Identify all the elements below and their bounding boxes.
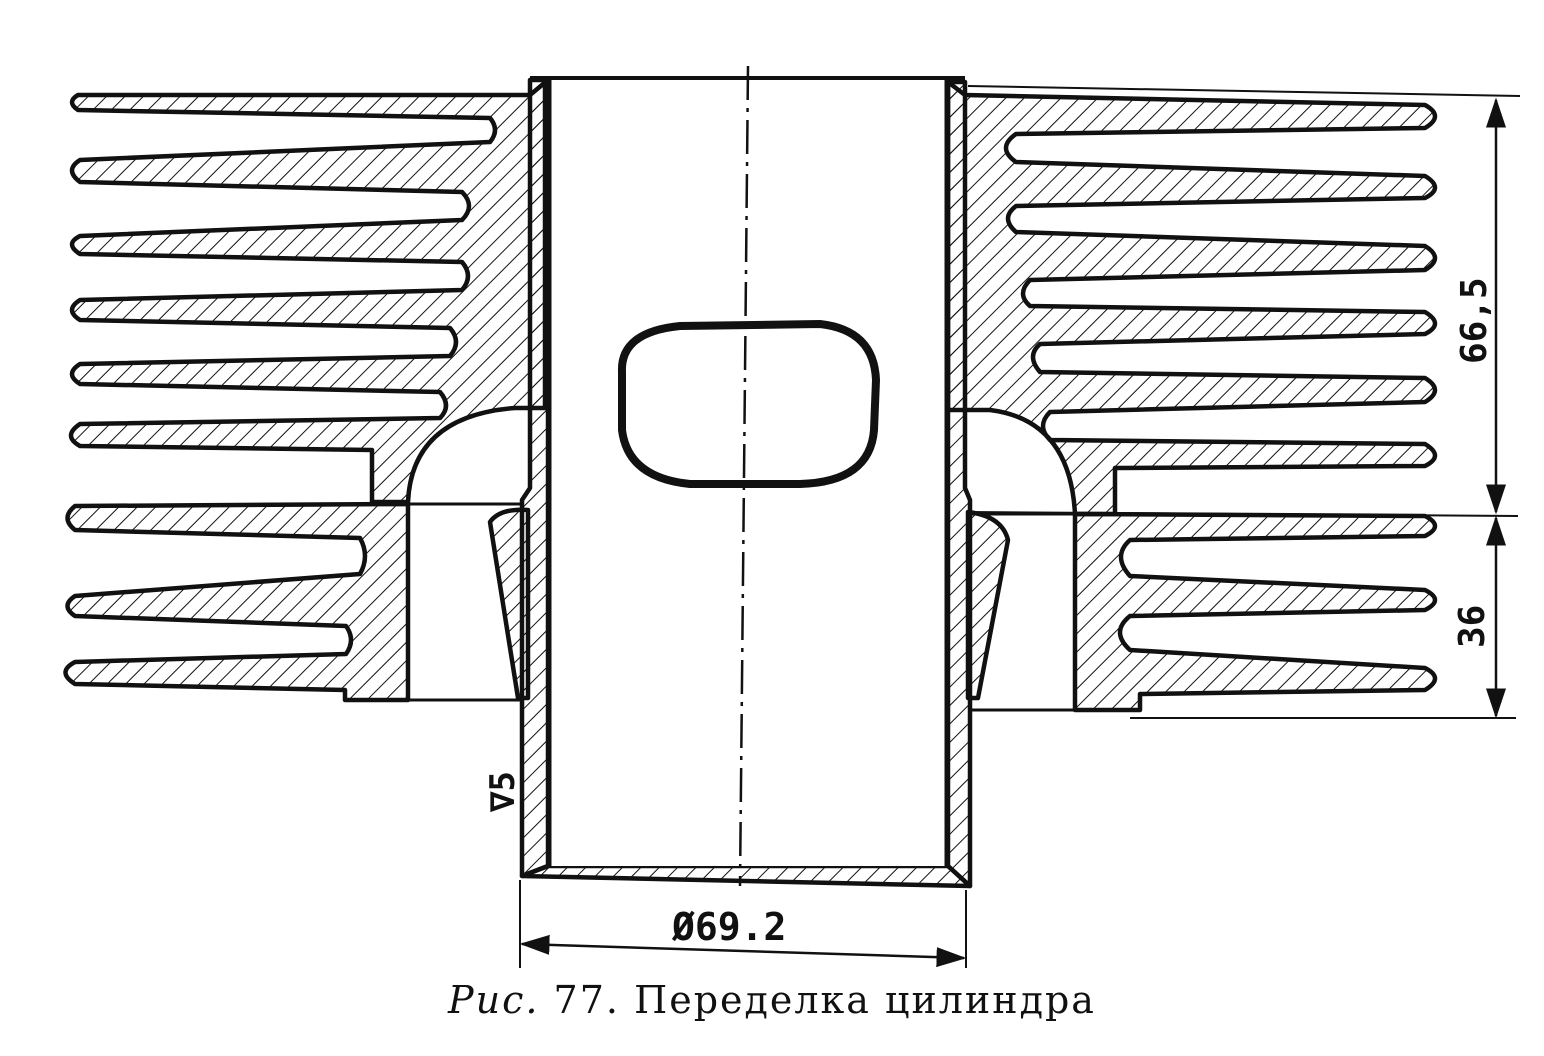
cylinder-bore xyxy=(550,80,946,866)
caption-title: Переделка цилиндра xyxy=(634,978,1096,1022)
left-upper-fin-body xyxy=(68,77,548,505)
liner-bottom-flange xyxy=(519,863,973,889)
right-lower-fin-body xyxy=(1072,511,1438,713)
left-wedge xyxy=(487,507,531,701)
port-opening xyxy=(617,319,881,488)
center-axis-line xyxy=(738,65,750,887)
right-liner-wall xyxy=(945,79,973,889)
diameter-dimension-line xyxy=(519,934,967,968)
figure-caption: Рис. 77. Переделка цилиндра xyxy=(0,978,1544,1022)
height-extension-middle xyxy=(967,511,1519,517)
right-upper-fin-body xyxy=(945,79,1438,517)
caption-prefix: Рис. xyxy=(448,978,540,1022)
upper-height-label: 66,5 xyxy=(1454,277,1495,364)
right-wedge xyxy=(965,509,1011,701)
lower-height-label: 36 xyxy=(1452,605,1493,648)
surface-finish-label: ∇5 xyxy=(483,771,523,813)
diameter-label: Ø69.2 xyxy=(671,905,786,949)
height-extension-top xyxy=(967,85,1521,97)
caption-number: 77. xyxy=(553,978,620,1022)
left-lower-fin-body xyxy=(63,501,411,703)
